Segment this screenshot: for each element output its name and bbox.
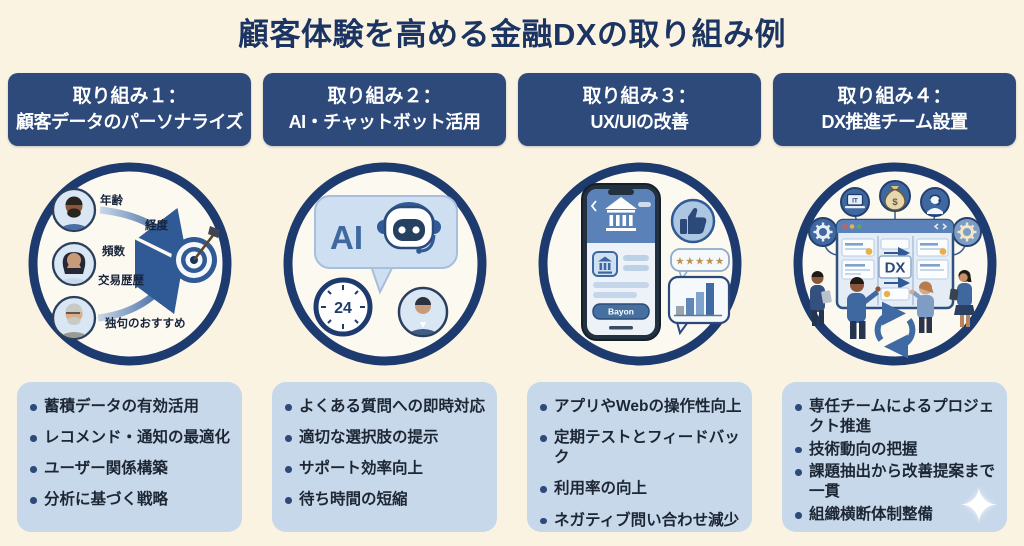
list-item: 適切な選択肢の提示: [282, 428, 487, 448]
header-line2: DX推進チーム設置: [821, 112, 968, 133]
user-avatar-senior-icon: [51, 295, 96, 341]
list-item: サポート効率向上: [282, 459, 487, 479]
column-dx-team: 取り組み４： DX推進チーム設置: [773, 73, 1016, 534]
app-button-label: Bayon: [608, 307, 634, 317]
app-button: [591, 303, 650, 320]
header-line1: 取り組み２：: [327, 85, 442, 107]
label-age: 年齢: [100, 193, 123, 207]
list-item: よくある質問への即時対応: [282, 397, 487, 417]
list-item: 待ち時間の短縮: [282, 490, 487, 510]
column-uxui: 取り組み３： UX/UIの改善: [518, 73, 761, 532]
label-history: 交易歴歴: [98, 273, 144, 287]
illustration-dx-team: IT $: [773, 146, 1016, 382]
arrow-icon: [97, 206, 188, 322]
target-icon: [170, 226, 220, 283]
back-chevron-icon: [590, 200, 597, 212]
label-recommend: 独句のおすすめ: [105, 316, 186, 330]
person-pointing: [846, 277, 881, 339]
laptop-icon: IT: [839, 187, 870, 217]
label-frequency: 頻数: [102, 244, 125, 258]
robot-icon: [376, 202, 441, 254]
column-personalize: 取り組み１： 顧客データのパーソナライズ: [8, 73, 251, 532]
thumbs-up-icon: [670, 198, 715, 244]
bullet-box-uxui: アプリやWebの操作性向上 定期テストとフィードバック 利用率の向上 ネガティブ…: [527, 382, 752, 532]
bullet-list: アプリやWebの操作性向上 定期テストとフィードバック 利用率の向上 ネガティブ…: [537, 397, 742, 531]
gear-icon: [807, 217, 838, 247]
team-people-icon: [809, 270, 975, 339]
bullet-box-personalize: 蓄積データの有効活用 レコメンド・通知の最適化 ユーザー関係構築 分析に基づく戦…: [17, 382, 242, 532]
dart-icon: [192, 233, 215, 261]
label-longitude: 経度: [145, 218, 168, 232]
clock-label: 24: [334, 300, 352, 317]
list-item: アプリやWebの操作性向上: [537, 397, 742, 417]
bullet-list: よくある質問への即時対応 適切な選択肢の提示 サポート効率向上 待ち時間の短縮: [282, 397, 487, 511]
list-item: ユーザー関係構築: [27, 459, 232, 479]
bullet-box-chatbot: よくある質問への即時対応 適切な選択肢の提示 サポート効率向上 待ち時間の短縮: [272, 382, 497, 532]
dx-team-illustration-icon: IT $: [793, 162, 996, 366]
header-line1: 取り組み３：: [582, 85, 697, 107]
header-line2: AI・チャットボット活用: [288, 112, 481, 133]
clock-icon: 24: [313, 277, 372, 337]
mini-bank-icon: [597, 256, 612, 274]
bank-icon: [604, 197, 637, 231]
list-item: レコメンド・通知の最適化: [27, 428, 232, 448]
dx-label: DX: [884, 260, 905, 277]
home-indicator: [608, 326, 633, 330]
header-initiative-4: 取り組み４： DX推進チーム設置: [773, 73, 1016, 146]
laptop-label: IT: [852, 198, 858, 205]
list-item: ネガティブ問い合わせ減少: [537, 511, 742, 531]
gear-lightbulb-icon: [951, 217, 982, 247]
chatbot-illustration-icon: AI: [283, 162, 486, 366]
person-left: [809, 271, 832, 326]
smartphone-icon: Bayon: [580, 183, 661, 341]
ai-label: AI: [330, 219, 363, 256]
bullet-box-dx-team: 専任チームによるプロジェクト推進 技術動向の把握 課題抽出から改善提案まで一貫 …: [782, 382, 1007, 534]
refresh-cycle-icon: [874, 301, 915, 359]
header-line2: UX/UIの改善: [590, 112, 689, 133]
page-title: 顧客体験を高める金融DXの取り組み例: [237, 17, 787, 52]
list-item: 定期テストとフィードバック: [537, 428, 742, 468]
bullet-list: 専任チームによるプロジェクト推進 技術動向の把握 課題抽出から改善提案まで一貫 …: [792, 397, 997, 525]
list-item: 蓄積データの有効活用: [27, 397, 232, 417]
list-item: 技術動向の把握: [792, 440, 997, 460]
person-woman: [909, 281, 934, 333]
list-item: 組織横断体制整備: [792, 505, 997, 525]
header-initiative-3: 取り組み３： UX/UIの改善: [518, 73, 761, 146]
personalize-illustration-icon: 年齢 経度 頻数 交易歴歴 独句のおすすめ: [28, 162, 231, 366]
sparkle-icon: ✦: [958, 478, 999, 534]
money-label: $: [892, 197, 898, 208]
person-right: [948, 270, 975, 327]
list-item: 専任チームによるプロジェクト推進: [792, 397, 997, 437]
user-avatar-woman-icon: [51, 241, 96, 287]
user-avatar-man-icon: [51, 187, 96, 233]
header-initiative-2: 取り組み２： AI・チャットボット活用: [263, 73, 506, 146]
header-initiative-1: 取り組み１： 顧客データのパーソナライズ: [8, 73, 251, 146]
header-line1: 取り組み４：: [837, 85, 952, 107]
list-item: 分析に基づく戦略: [27, 490, 232, 510]
user-avatar-icon: [397, 286, 448, 338]
headset-agent-icon: [919, 187, 950, 217]
header-line2: 顧客データのパーソナライズ: [16, 112, 243, 133]
bullet-list: 蓄積データの有効活用 レコメンド・通知の最適化 ユーザー関係構築 分析に基づく戦…: [27, 397, 232, 511]
money-bag-icon: $: [878, 180, 911, 212]
header-line1: 取り組み１：: [72, 85, 187, 107]
stars-label: ★★★★★: [675, 256, 725, 268]
list-item: 利用率の向上: [537, 479, 742, 499]
uxui-illustration-icon: Bayon ★★★★★: [538, 162, 741, 366]
list-item: 課題抽出から改善提案まで一貫: [792, 462, 997, 502]
illustration-uxui: Bayon ★★★★★: [518, 146, 761, 382]
bar-chart-icon: [667, 275, 730, 336]
column-chatbot: 取り組み２： AI・チャットボット活用 AI: [263, 73, 506, 532]
illustration-personalize: 年齢 経度 頻数 交易歴歴 独句のおすすめ: [8, 146, 251, 382]
illustration-chatbot: AI: [263, 146, 506, 382]
columns-container: 取り組み１： 顧客データのパーソナライズ: [0, 73, 1024, 534]
